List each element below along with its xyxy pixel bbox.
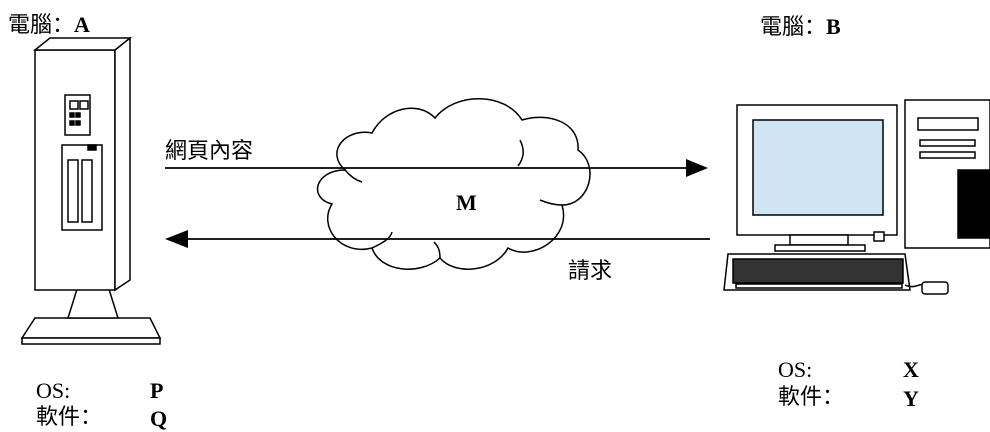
computer-a-software-label: 軟件： (36, 404, 103, 429)
desktop-computer-icon (723, 99, 990, 295)
computer-b-title: 電腦：B (760, 14, 841, 40)
network-cloud-icon (316, 98, 591, 270)
computer-b-os-value: X (903, 357, 919, 382)
computer-b-software-value: Y (903, 386, 919, 411)
computer-b-os-label: OS: (778, 357, 813, 382)
server-icon (20, 36, 162, 345)
computer-b-software-label: 軟件： (778, 384, 845, 409)
response-arrow (165, 159, 708, 177)
computer-a-os-value: P (150, 378, 164, 403)
computer-a-os-label: OS: (36, 378, 71, 403)
request-label: 請求 (568, 258, 613, 283)
computer-a-software-value: Q (150, 406, 168, 431)
computer-b-name: B (826, 14, 841, 39)
computer-b-title-prefix: 電腦： (760, 14, 827, 39)
request-arrow (165, 230, 710, 248)
network-name: M (456, 190, 477, 215)
computer-a-title: 電腦：A (8, 12, 90, 38)
computer-a-name: A (74, 12, 90, 37)
response-label: 網頁內容 (165, 138, 254, 163)
computer-a-title-prefix: 電腦： (8, 12, 75, 37)
